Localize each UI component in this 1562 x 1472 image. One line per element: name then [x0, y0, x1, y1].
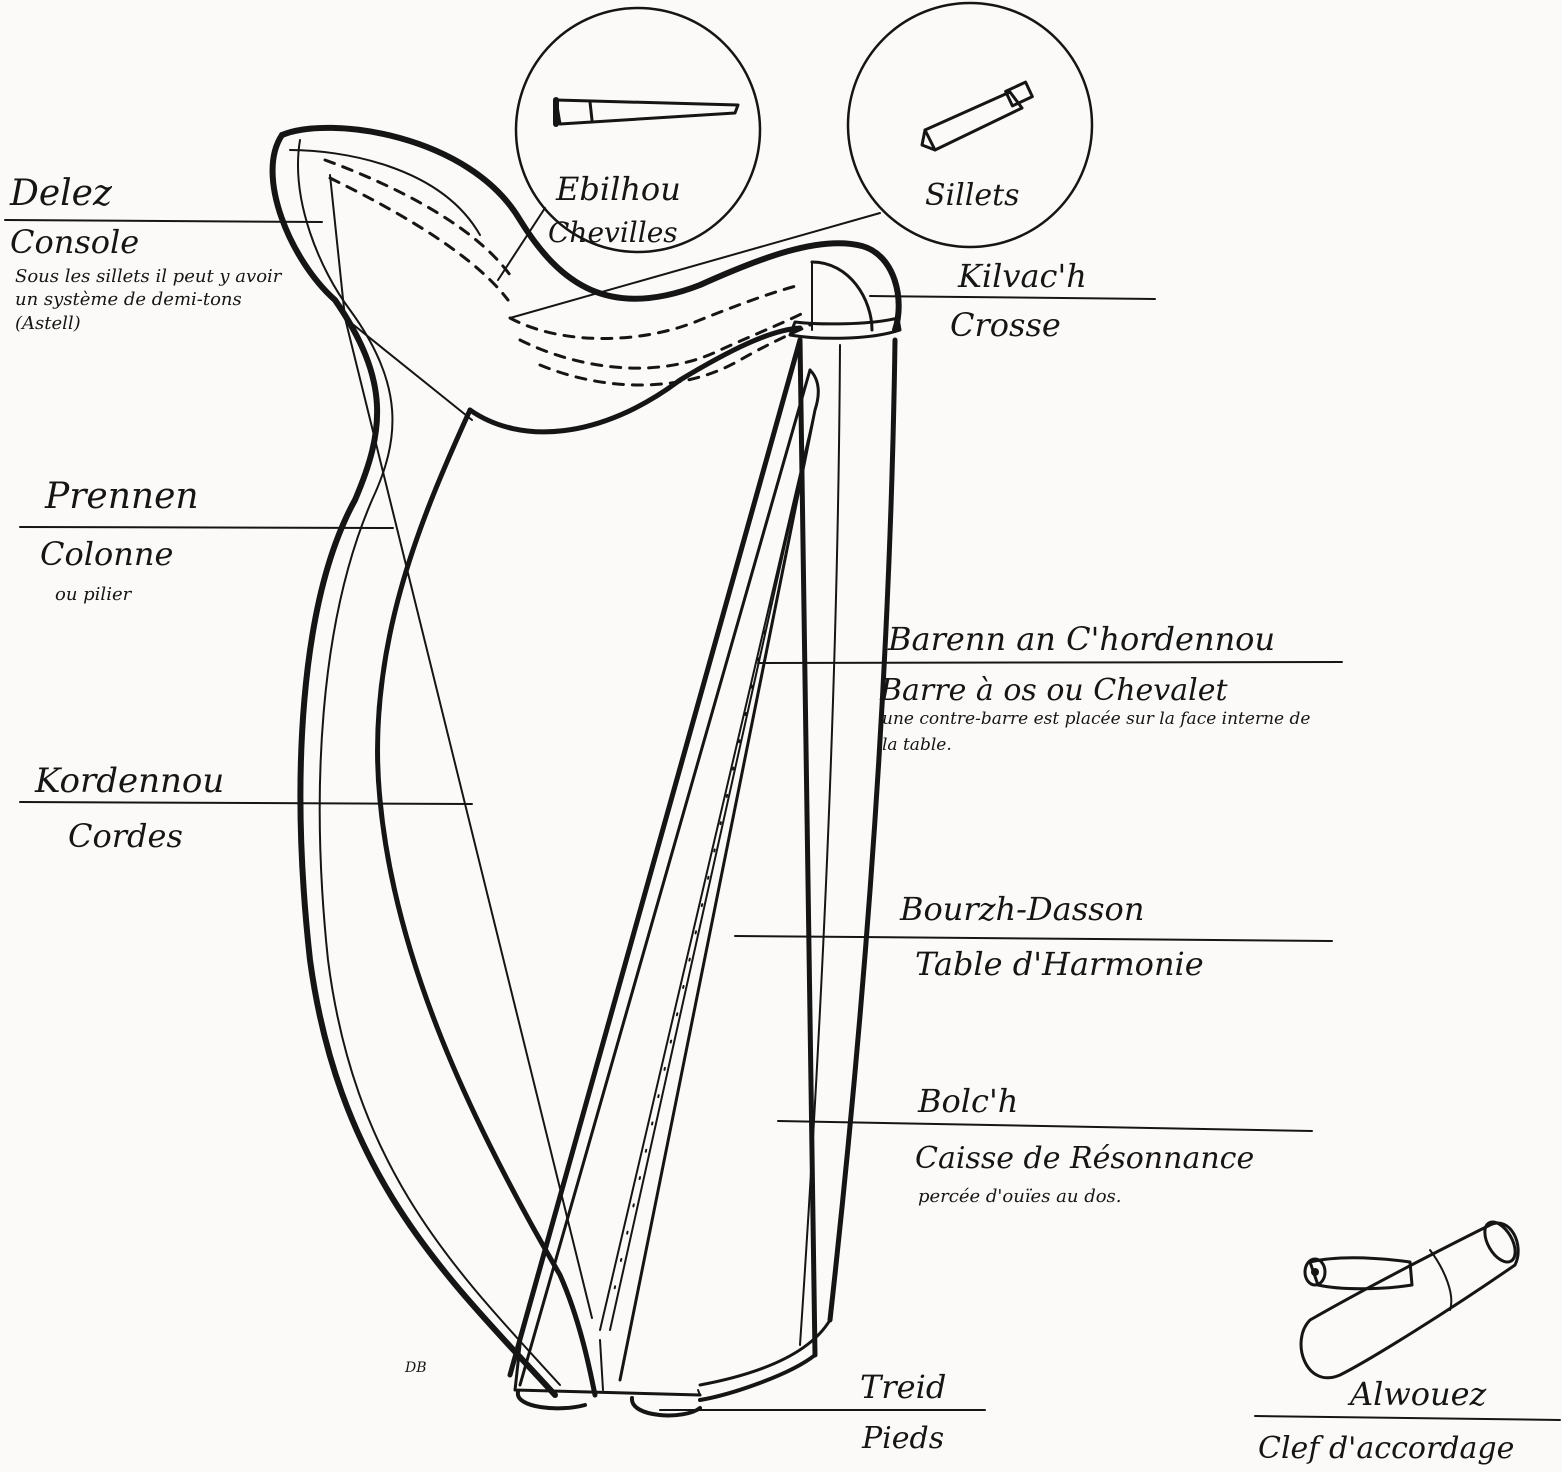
crosse-shape [790, 262, 900, 338]
label-ebilhou: Ebilhou [555, 170, 681, 208]
soundbox-shape [510, 340, 895, 1415]
label-prennen: Prennen [44, 476, 199, 517]
label-bolch: Bolc'h [917, 1082, 1018, 1120]
label-chevalet: Barre à os ou Chevalet [879, 673, 1228, 708]
note-colonne: ou pilier [55, 584, 133, 605]
label-clef-accordage: Clef d'accordage [1258, 1431, 1514, 1466]
label-crosse: Crosse [950, 306, 1061, 344]
note-caisse: percée d'ouïes au dos. [918, 1186, 1122, 1207]
label-treid: Treid [860, 1368, 946, 1406]
label-bourzh-dasson: Bourzh-Dasson [899, 890, 1144, 928]
label-alwouez: Alwouez [1347, 1375, 1488, 1413]
label-sillets: Sillets [925, 178, 1020, 213]
label-caisse-resonnance: Caisse de Résonnance [915, 1141, 1254, 1176]
note-chevalet: une contre-barre est placée sur la face … [882, 706, 1322, 759]
label-barenn: Barenn an C'hordennou [887, 620, 1275, 658]
note-console: Sous les sillets il peut y avoir un syst… [15, 265, 285, 335]
signature: DB [404, 1360, 427, 1376]
label-cordes: Cordes [68, 817, 183, 855]
label-console: Console [10, 223, 139, 261]
label-chevilles: Chevilles [548, 216, 678, 249]
label-table-harmonie: Table d'Harmonie [915, 945, 1204, 983]
label-kilvach: Kilvac'h [957, 257, 1087, 295]
label-pieds: Pieds [861, 1421, 944, 1456]
label-delez: Delez [9, 173, 113, 214]
leader-lines [5, 208, 1560, 1420]
label-kordennou: Kordennou [34, 761, 224, 801]
label-colonne: Colonne [40, 535, 173, 573]
tuning-key-drawing [1301, 1217, 1521, 1378]
